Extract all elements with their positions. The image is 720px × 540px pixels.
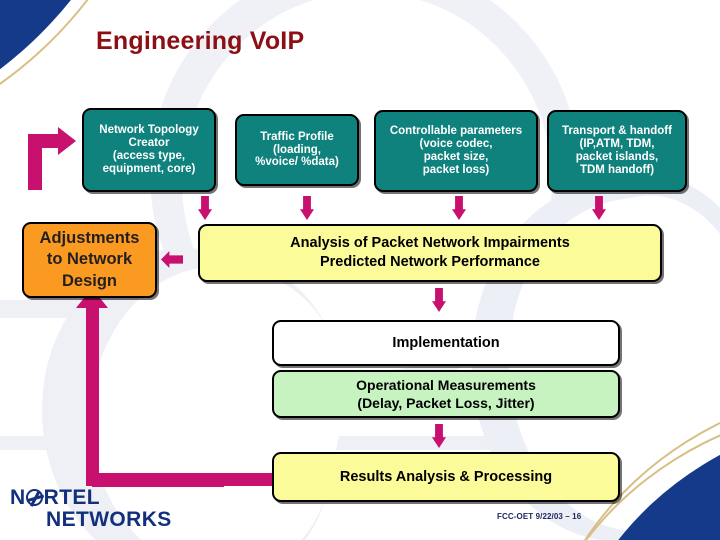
node-line: Analysis of Packet Network Impairments (290, 235, 570, 252)
node-results-analysis-processing[interactable]: Results Analysis & Processing (272, 452, 620, 502)
arrow-down-traffic (300, 196, 314, 220)
node-line: TDM handoff) (579, 163, 655, 176)
node-line: %voice/ %data) (255, 156, 339, 169)
node-line: Operational Measurements (356, 376, 536, 393)
node-line: Controllable parameters (389, 125, 523, 138)
nortel-networks-logo: N RTEL NETWORKS (10, 487, 172, 530)
node-line: Network Topology (99, 124, 199, 137)
node-line: to Network (46, 250, 133, 269)
node-line: Traffic Profile (260, 130, 334, 143)
feedback-loop-arm (86, 473, 318, 486)
node-line: Adjustments (39, 229, 140, 248)
node-network-topology-creator[interactable]: Network Topology Creator (access type, e… (82, 108, 216, 192)
node-line: packet size, (423, 151, 489, 163)
node-line: Results Analysis & Processing (339, 468, 553, 485)
node-line: (voice codec, (419, 138, 493, 151)
node-line: Implementation (392, 334, 500, 351)
node-line: (access type, (112, 150, 186, 162)
node-line: Creator (128, 137, 170, 150)
node-line: packet loss) (422, 163, 490, 176)
logo-text-pre: N (10, 486, 26, 509)
node-line: (IP,ATM, TDM, (579, 138, 655, 151)
logo-line-1: N RTEL (10, 487, 172, 508)
slide-footer: FCC-OET 9/22/03 – 16 (497, 512, 582, 521)
node-implementation[interactable]: Implementation (272, 320, 620, 366)
feedback-arrow-head-right (58, 127, 76, 155)
node-analysis-of-packet-network-impairments[interactable]: Analysis of Packet Network Impairments P… (198, 224, 662, 282)
node-line: Predicted Network Performance (319, 254, 540, 270)
feedback-arrow-stem (28, 134, 42, 190)
arrow-down-parameters (452, 196, 466, 220)
arrow-down-analysis-to-implementation (432, 288, 446, 312)
feedback-arrow-arm (28, 134, 66, 148)
feedback-arrow-to-topology (28, 124, 80, 190)
arrow-down-measurements-to-results (432, 424, 446, 448)
logo-line-2: NETWORKS (46, 508, 172, 531)
node-line: packet islands, (575, 151, 659, 163)
node-line: Design (61, 271, 117, 290)
logo-text-post: RTEL (43, 486, 101, 509)
feedback-loop-results-to-adjustments (68, 288, 318, 486)
node-line: (Delay, Packet Loss, Jitter) (357, 395, 535, 411)
node-operational-measurements[interactable]: Operational Measurements (Delay, Packet … (272, 370, 620, 418)
feedback-loop-stem (86, 300, 99, 486)
node-transport-handoff[interactable]: Transport & handoff (IP,ATM, TDM, packet… (547, 110, 687, 192)
arrow-left-analysis-to-adjustments (161, 251, 183, 268)
node-line: equipment, core) (102, 162, 196, 175)
node-line: Transport & handoff (562, 125, 672, 138)
page-title: Engineering VoIP (96, 27, 305, 55)
node-controllable-parameters[interactable]: Controllable parameters (voice codec, pa… (374, 110, 538, 192)
globe-icon (26, 489, 44, 506)
arrow-down-topology (198, 196, 212, 220)
node-adjustments-to-network-design[interactable]: Adjustments to Network Design (22, 222, 157, 298)
node-line: (loading, (273, 143, 321, 156)
arrow-down-transport (592, 196, 606, 220)
node-traffic-profile[interactable]: Traffic Profile (loading, %voice/ %data) (235, 114, 359, 186)
